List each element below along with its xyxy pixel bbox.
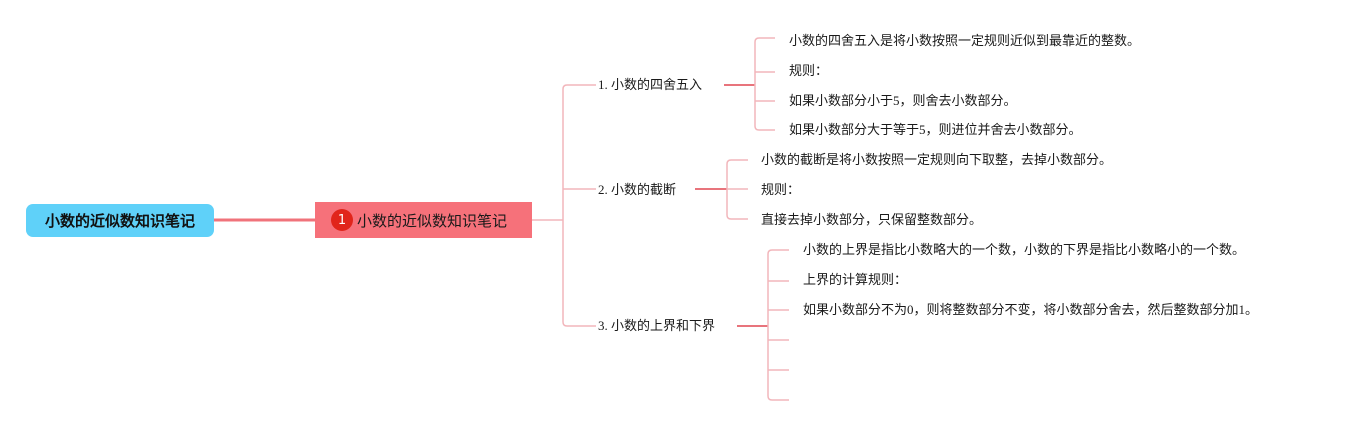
topics-bracket	[562, 84, 596, 327]
leaf-item[interactable]: 如果小数部分小于5，则舍去小数部分。	[789, 93, 1017, 109]
leaf-item[interactable]: 小数的上界是指比小数略大的一个数，小数的下界是指比小数略小的一个数。	[803, 242, 1245, 258]
main-topic-label: 小数的近似数知识笔记	[357, 211, 508, 230]
topic-2-bracket	[726, 159, 748, 220]
leaf-item[interactable]: 小数的截断是将小数按照一定规则向下取整，去掉小数部分。	[761, 152, 1112, 168]
topic-1-bracket	[754, 37, 775, 131]
leaf-item-text: 小数的上界是指比小数略大的一个数，小数的下界是指比小数略小的一个数。	[803, 242, 1246, 257]
leaf-item-text: 如果小数部分大于等于5，则进位并舍去小数部分。	[789, 122, 1082, 137]
leaf-item-text: 如果小数部分不为0，则将整数部分不变，将小数部分舍去，然后整数部分加1。	[803, 302, 1259, 317]
main-topic[interactable]: 1 小数的近似数知识笔记	[315, 202, 532, 238]
subtopic-rounding[interactable]: 1. 小数的四舍五入	[598, 77, 702, 93]
leaf-item-text: 上界的计算规则：	[803, 272, 908, 287]
leaf-item-text: 如果小数部分小于5，则舍去小数部分。	[789, 93, 1017, 108]
leaf-item[interactable]: 规则：	[761, 182, 800, 198]
leaf-item-text: 规则：	[761, 182, 801, 197]
leaf-item[interactable]: 小数的四舍五入是将小数按照一定规则近似到最靠近的整数。	[789, 33, 1140, 49]
leaf-item-text: 直接去掉小数部分，只保留整数部分。	[761, 212, 983, 227]
subtopic-label: 1. 小数的四舍五入	[598, 77, 703, 92]
topic-3-bracket	[767, 249, 789, 401]
leaf-item[interactable]: 如果小数部分大于等于5，则进位并舍去小数部分。	[789, 122, 1082, 138]
subtopic-bounds[interactable]: 3. 小数的上界和下界	[598, 318, 715, 334]
leaf-item-text: 小数的四舍五入是将小数按照一定规则近似到最靠近的整数。	[789, 33, 1141, 48]
root-topic[interactable]: 小数的近似数知识笔记	[26, 204, 214, 237]
subtopic-label: 3. 小数的上界和下界	[598, 318, 716, 333]
leaf-item[interactable]: 规则：	[789, 63, 828, 79]
priority-1-badge-icon: 1	[331, 209, 353, 231]
leaf-item-text: 小数的截断是将小数按照一定规则向下取整，去掉小数部分。	[761, 152, 1113, 167]
root-topic-label: 小数的近似数知识笔记	[44, 212, 195, 230]
leaf-item-text: 规则：	[789, 63, 829, 78]
leaf-item[interactable]: 上界的计算规则：	[803, 272, 907, 288]
subtopic-label: 2. 小数的截断	[598, 182, 677, 197]
subtopic-truncation[interactable]: 2. 小数的截断	[598, 182, 676, 198]
leaf-item[interactable]: 直接去掉小数部分，只保留整数部分。	[761, 212, 982, 228]
leaf-item[interactable]: 如果小数部分不为0，则将整数部分不变，将小数部分舍去，然后整数部分加1。	[803, 302, 1258, 318]
